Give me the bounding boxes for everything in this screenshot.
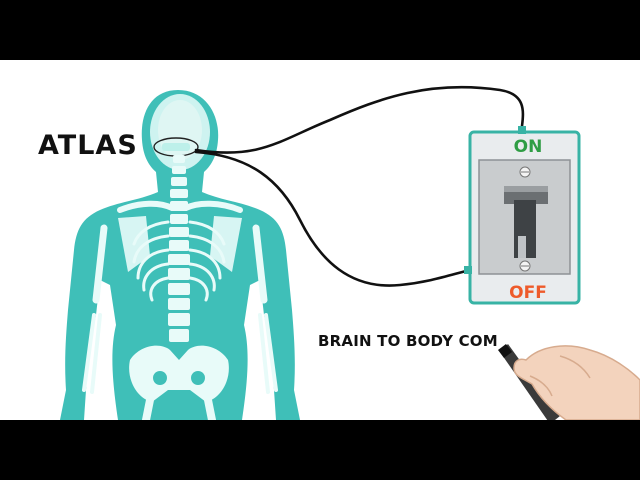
clavicles: [117, 200, 243, 213]
hand-with-marker-icon: [498, 344, 640, 420]
human-skeleton-icon: [60, 90, 300, 420]
wire-to-off-terminal: [194, 150, 472, 287]
hand: [513, 345, 640, 420]
letterbox-top: [0, 0, 640, 60]
ribs: [132, 220, 226, 302]
caption-text: BRAIN TO BODY COM: [318, 332, 498, 350]
nerve-wires: [194, 85, 525, 287]
pelvis: [129, 345, 229, 402]
illustration: ON OFF: [60, 85, 640, 420]
letterbox-bottom: [0, 420, 640, 480]
spine: [168, 155, 190, 342]
toggle-switch-icon: ON OFF: [464, 126, 581, 305]
switch-off-label: OFF: [509, 283, 547, 303]
switch-on-label: ON: [514, 137, 543, 157]
on-terminal: [518, 126, 526, 134]
off-terminal: [464, 266, 472, 274]
atlas-label: ATLAS: [38, 130, 138, 161]
whiteboard-canvas: ON OFF ATLAS BRAIN TO BODY COM: [0, 60, 640, 420]
wire-to-on-terminal: [194, 85, 525, 154]
